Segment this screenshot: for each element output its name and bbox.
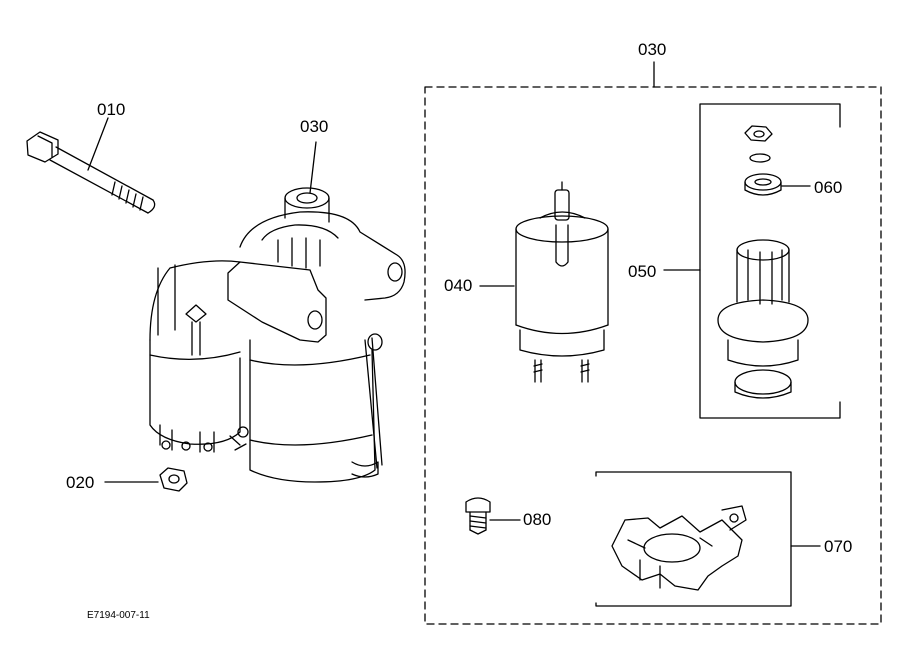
callout-010: 010 [97,100,126,119]
figure-id: E7194-007-11 [87,610,150,621]
brush-holder-070 [612,506,746,590]
parts-060 [745,126,810,195]
kit-frame [425,87,881,624]
callout-030-main: 030 [300,117,329,136]
nut-020 [105,468,187,491]
callout-020: 020 [66,473,95,492]
callout-080: 080 [523,510,552,529]
pinion-clutch-050 [718,240,808,398]
brush-bracket [596,472,791,606]
solenoid-040 [480,182,608,382]
pinion-bracket [700,104,840,418]
callout-030-kit: 030 [638,40,667,59]
screw-080 [466,498,520,534]
callout-060: 060 [814,178,843,197]
starter-motor [150,142,405,482]
callout-070: 070 [824,537,853,556]
bolt-010 [27,118,155,213]
callout-050: 050 [628,262,657,281]
callout-040: 040 [444,276,473,295]
